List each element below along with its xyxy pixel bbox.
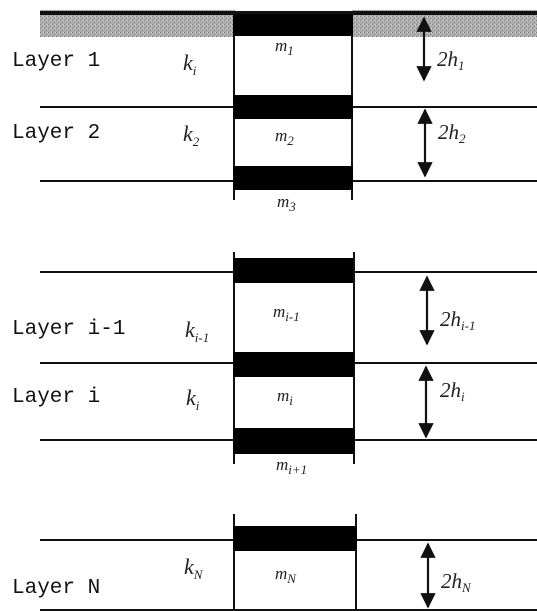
thickness-label: 2h1 bbox=[437, 47, 465, 73]
stiffness-label: ki bbox=[186, 385, 200, 413]
mass-blocks bbox=[233, 14, 357, 551]
layer-label: Layer N bbox=[12, 577, 100, 600]
mass-block bbox=[233, 352, 354, 377]
mass-block bbox=[233, 166, 353, 190]
thickness-labels: 2h1 2h2 2hi-1 2hi 2hN bbox=[437, 47, 475, 595]
thickness-label: 2hi bbox=[440, 378, 465, 404]
layer-label: Layer i bbox=[12, 386, 100, 409]
thickness-label: 2h2 bbox=[438, 120, 466, 146]
mass-label: mi-1 bbox=[273, 302, 300, 324]
stiffness-labels: ki k2 ki-1 ki kN bbox=[183, 50, 209, 582]
thickness-arrows bbox=[416, 16, 436, 609]
mass-block bbox=[233, 95, 353, 119]
mass-block bbox=[233, 428, 355, 454]
mass-label: mN bbox=[275, 564, 297, 586]
layer-label: Layer i-1 bbox=[12, 318, 125, 341]
top-boundary bbox=[40, 10, 537, 37]
mass-label: m3 bbox=[277, 192, 296, 214]
mass-label: mi bbox=[277, 386, 293, 408]
thickness-label: 2hi-1 bbox=[440, 307, 475, 333]
thickness-label: 2hN bbox=[441, 569, 472, 595]
layer-label: Layer 1 bbox=[12, 50, 100, 73]
mass-label: mi+1 bbox=[276, 455, 307, 477]
mass-label: m1 bbox=[275, 36, 294, 58]
stiffness-label: ki bbox=[183, 50, 197, 78]
mass-block bbox=[233, 14, 353, 36]
mass-labels: m1 m2 m3 mi-1 mi mi+1 mN bbox=[273, 36, 307, 586]
layer-label: Layer 2 bbox=[12, 122, 100, 145]
stiffness-label: k2 bbox=[183, 121, 200, 149]
stiffness-label: kN bbox=[184, 554, 204, 582]
layer-labels: Layer 1 Layer 2 Layer i-1 Layer i Layer … bbox=[12, 50, 125, 600]
stiffness-label: ki-1 bbox=[185, 317, 209, 345]
mass-block bbox=[233, 258, 353, 283]
mass-block bbox=[233, 526, 357, 551]
mass-label: m2 bbox=[275, 126, 294, 148]
